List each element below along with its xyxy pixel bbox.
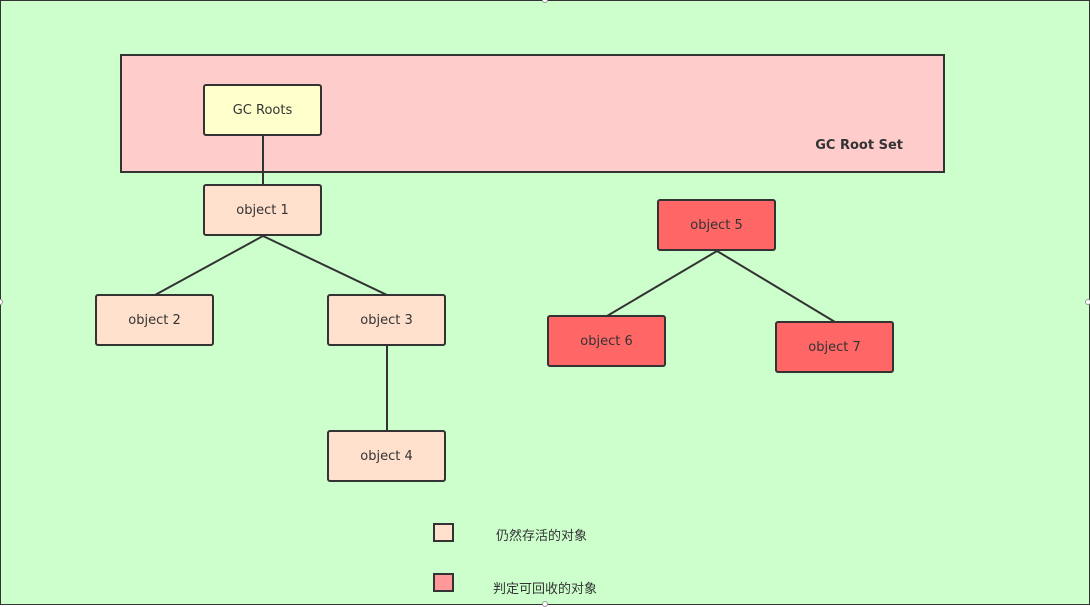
legend-alive-swatch[interactable] [433, 523, 454, 542]
object-4-node[interactable]: object 4 [327, 430, 446, 482]
object-6-node[interactable]: object 6 [547, 315, 666, 367]
resize-handle-right[interactable] [1085, 299, 1090, 305]
object-2-node[interactable]: object 2 [95, 294, 214, 346]
resize-handle-left[interactable] [0, 299, 3, 305]
gc-root-set-label: GC Root Set [815, 138, 903, 153]
legend-dead-label: 判定可回收的对象 [493, 582, 598, 597]
resize-handle-top[interactable] [542, 0, 548, 3]
object-3-node[interactable]: object 3 [327, 294, 446, 346]
edge-object1-object2 [154, 235, 264, 296]
object-1-node[interactable]: object 1 [203, 184, 322, 236]
edge-object1-object3 [262, 235, 388, 296]
gc-root-set[interactable]: GC Root Set [120, 54, 945, 173]
legend-dead-swatch[interactable] [433, 573, 454, 592]
object-5-node[interactable]: object 5 [657, 199, 776, 251]
object-7-node[interactable]: object 7 [775, 321, 894, 373]
gc-roots-node[interactable]: GC Roots [203, 84, 322, 136]
edge-object5-object7 [716, 250, 836, 323]
edge-object5-object6 [606, 250, 718, 317]
legend-alive-label: 仍然存活的对象 [496, 529, 588, 544]
